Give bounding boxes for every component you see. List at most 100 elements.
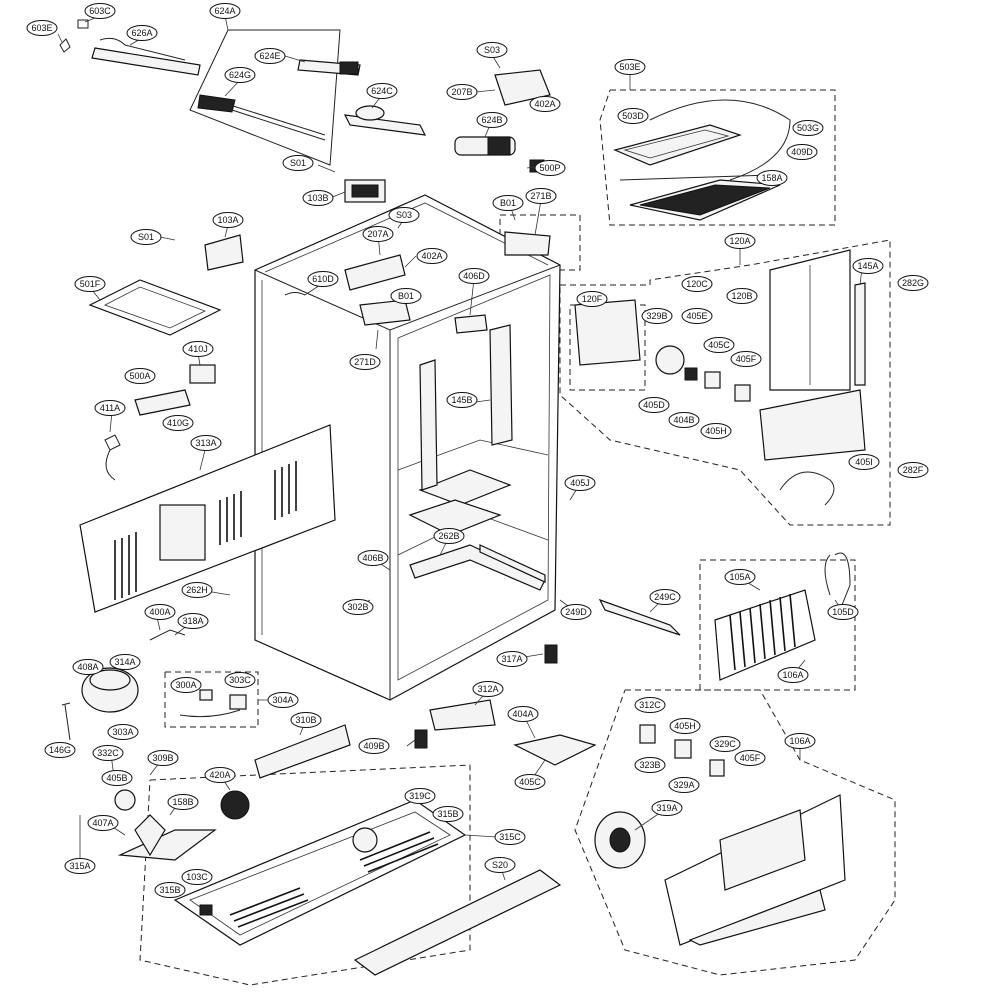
part-label-text: 404B (673, 415, 694, 425)
part-label-text: 312C (639, 700, 661, 710)
part-label-bubble (212, 212, 244, 228)
part-label-text: 282G (902, 278, 924, 288)
part-label-text: 402A (421, 251, 442, 261)
part-label: 120F (576, 291, 608, 307)
part-label: 411A (94, 400, 126, 416)
part-label-text: 406D (463, 271, 485, 281)
part-label-text: 315C (499, 832, 521, 842)
part-label-bubble (267, 692, 299, 708)
part-label-bubble (724, 233, 756, 249)
part-label-bubble (181, 869, 213, 885)
part-label-text: 329A (673, 780, 694, 790)
part-label-bubble (651, 800, 683, 816)
part-label-bubble (634, 757, 666, 773)
part-label: S03 (476, 42, 508, 58)
part-label-text: 262H (186, 585, 208, 595)
part-label-text: 402A (534, 99, 555, 109)
part-label-text: 103A (217, 215, 238, 225)
part-label: 405H (700, 423, 732, 439)
part-label-text: 315B (159, 885, 180, 895)
part-label: 271D (349, 354, 381, 370)
part-label-text: 146G (49, 745, 71, 755)
part-label-bubble (124, 368, 156, 384)
part-label-bubble (472, 681, 504, 697)
part-label-text: 262B (438, 531, 459, 541)
evaporator-group (598, 552, 851, 681)
part-label-text: 420A (209, 770, 230, 780)
part-label: S01 (130, 229, 162, 245)
part-label: 120A (724, 233, 756, 249)
part-label: 405F (734, 750, 766, 766)
part-label-bubble (307, 271, 339, 287)
part-label-text: 405H (674, 721, 696, 731)
part-label-bubble (162, 415, 194, 431)
part-label: 158B (167, 794, 199, 810)
part-label: 503G (792, 120, 824, 136)
part-label-text: 317A (501, 654, 522, 664)
part-label: S20 (484, 857, 516, 873)
part-label: 406B (357, 550, 389, 566)
part-label: 626A (126, 25, 158, 41)
part-label: 405F (730, 351, 762, 367)
part-label: 404B (668, 412, 700, 428)
part-label-bubble (302, 190, 334, 206)
part-label-bubble (182, 341, 214, 357)
part-label: 603E (26, 20, 58, 36)
part-label-text: 405J (570, 478, 590, 488)
part-label-text: 329C (714, 739, 736, 749)
part-label: 271B (525, 188, 557, 204)
part-label: 312C (634, 697, 666, 713)
part-label-bubble (534, 160, 566, 176)
part-label: 312A (472, 681, 504, 697)
part-label: 409B (358, 738, 390, 754)
part-label-bubble (734, 750, 766, 766)
part-label-text: 624A (214, 6, 235, 16)
part-label-bubble (144, 604, 176, 620)
part-label-bubble (109, 654, 141, 670)
part-label-text: 603E (31, 23, 52, 33)
part-label: 500P (534, 160, 566, 176)
part-label-text: 624C (371, 86, 393, 96)
part-label: 158A (756, 170, 788, 186)
part-label-text: S01 (138, 232, 154, 242)
back-panel-parts (79, 364, 336, 613)
part-label-bubble (494, 829, 526, 845)
part-label-text: 405F (736, 354, 757, 364)
dispenser-door-group (574, 249, 866, 506)
part-label: 315B (432, 806, 464, 822)
part-label-text: 332C (97, 748, 119, 758)
part-label: 410G (162, 415, 194, 431)
part-label: 106A (784, 733, 816, 749)
part-label-text: 500P (539, 163, 560, 173)
part-label-bubble (177, 613, 209, 629)
part-label-bubble (484, 857, 516, 873)
part-label: 405J (564, 475, 596, 491)
part-label: 503E (614, 59, 646, 75)
part-label-text: 409D (791, 147, 813, 157)
part-label: 410J (182, 341, 214, 357)
part-label-text: 207A (367, 229, 388, 239)
part-label-text: 405B (106, 773, 127, 783)
part-label-text: 411A (100, 403, 120, 413)
part-label-bubble (614, 59, 646, 75)
part-label: 249D (560, 604, 592, 620)
part-label-text: 313A (195, 438, 216, 448)
part-label: 262B (433, 528, 465, 544)
part-label: 105A (724, 569, 756, 585)
part-label: 405C (703, 337, 735, 353)
part-label: 420A (204, 767, 236, 783)
part-label: 207A (362, 226, 394, 242)
part-label-bubble (641, 308, 673, 324)
part-label: 319A (651, 800, 683, 816)
part-label: 404A (507, 706, 539, 722)
part-label: 314A (109, 654, 141, 670)
part-label-text: 303C (229, 675, 251, 685)
part-label-bubble (730, 351, 762, 367)
part-label: 105D (827, 604, 859, 620)
part-label-bubble (94, 400, 126, 416)
part-label-text: 603C (89, 6, 111, 16)
part-label: 405E (681, 308, 713, 324)
part-label-text: 503E (619, 62, 640, 72)
part-label-text: 249C (654, 592, 676, 602)
part-label-text: 105D (832, 607, 854, 617)
